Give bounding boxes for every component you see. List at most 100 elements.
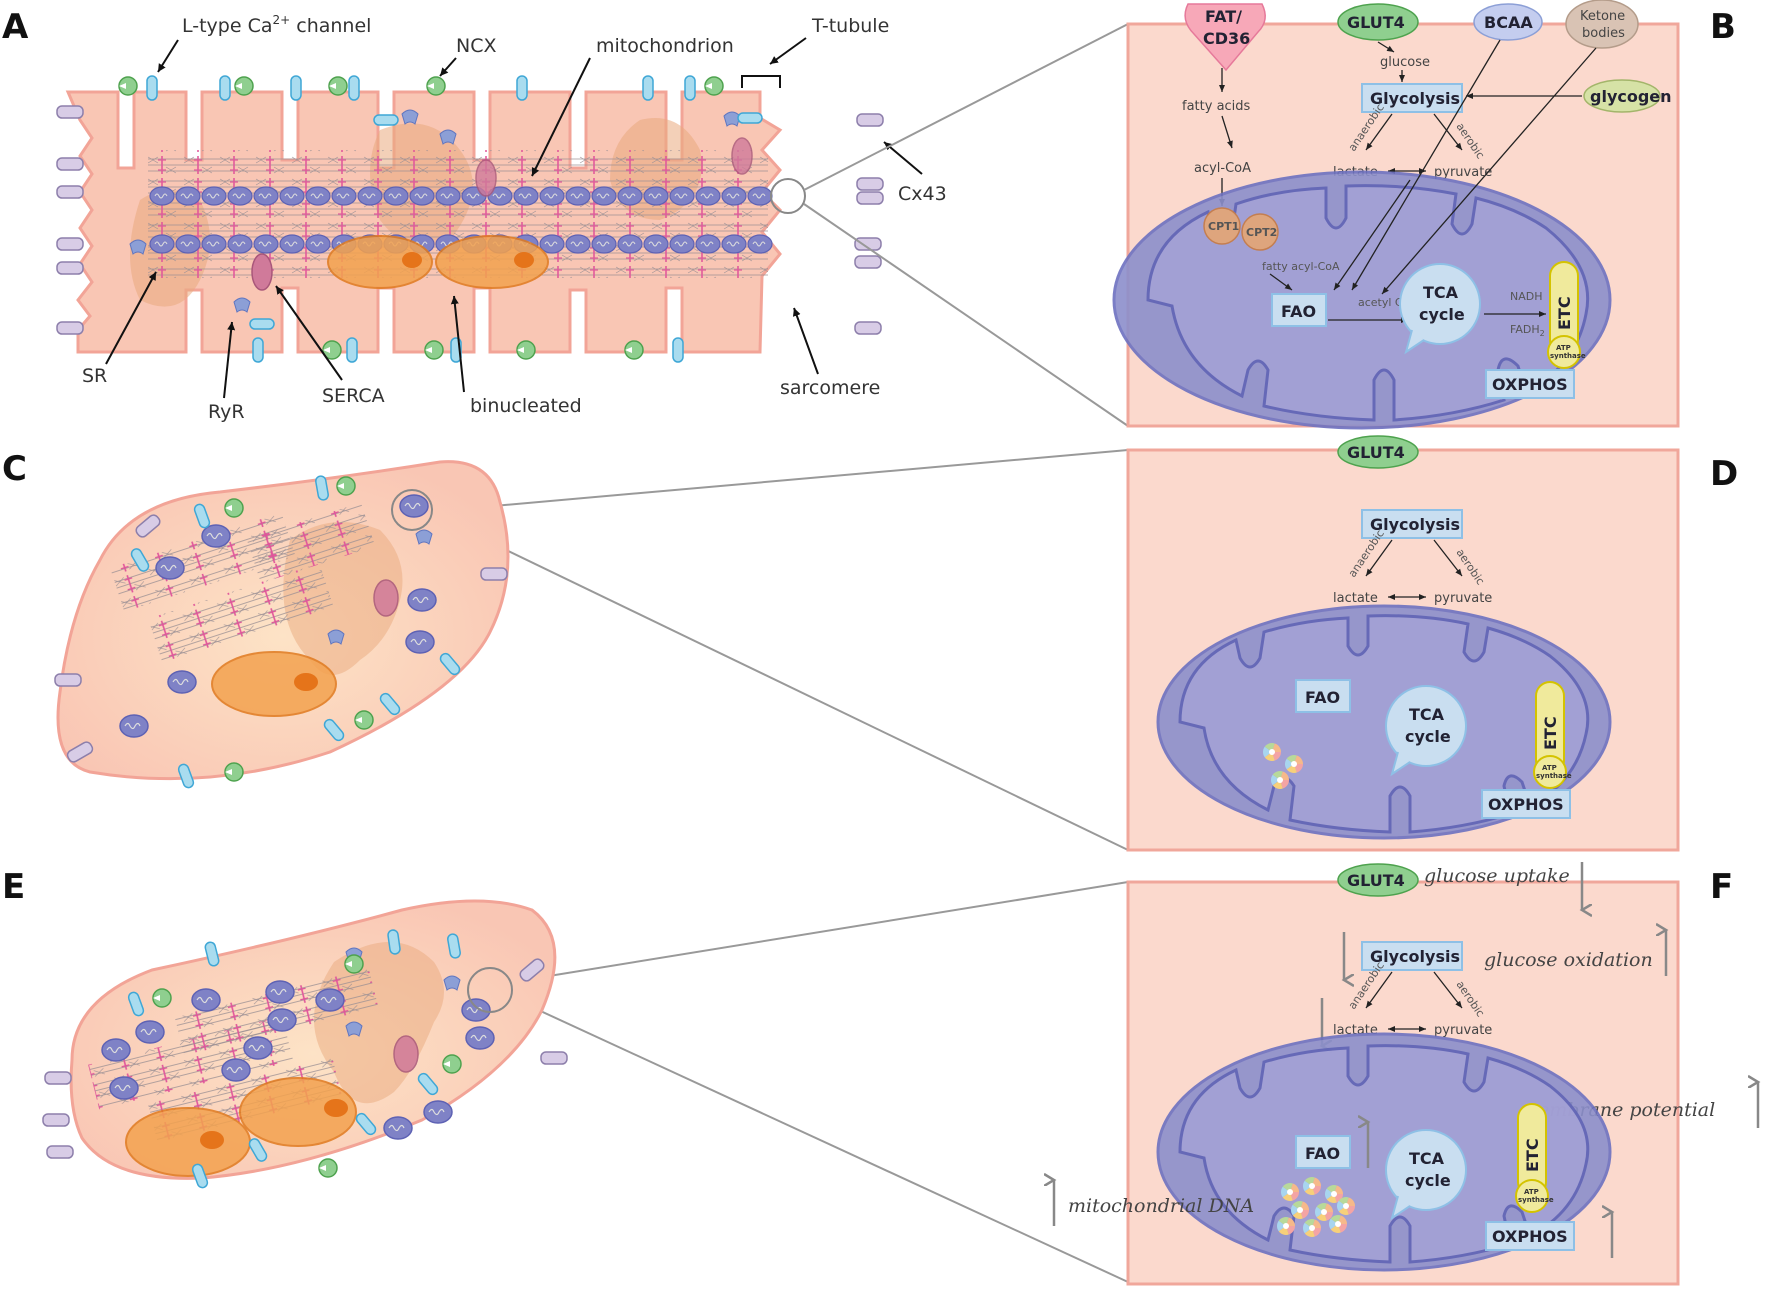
l-type-channel [672,337,684,363]
glycolysis-box [1361,509,1463,539]
pyruvate-label: pyruvate [1434,1023,1492,1038]
mitochondrion [669,186,695,206]
arrow-aerobic [1433,539,1463,577]
mitochondrion [279,234,305,254]
mitochondrion [221,1058,251,1082]
atp-synthase [1547,335,1581,369]
panel-a-adult-cardiomyocyte [56,75,884,363]
ncx-exchanger [336,476,356,496]
label-l-type-channel: L-type Ca2+ channel [182,13,371,37]
cx43-gap-junction [56,105,84,119]
mitochondrion [191,988,221,1012]
l-type-channel [516,75,528,101]
label-ryr: RyR [208,401,245,423]
tca-line2: cycle [1405,727,1451,746]
cx43-gap-junction [46,1145,74,1159]
l-type-channel [737,112,763,124]
ncx-exchanger [234,76,254,96]
bcaa-label: BCAA [1484,13,1533,32]
serca-pump [475,159,497,197]
arrow-sarcomere [792,307,819,375]
label-cx43: Cx43 [898,183,947,205]
glycolysis-label: Glycolysis [1370,89,1460,108]
mitochondrial-dna-label: mitochondrial DNA [1068,1195,1254,1217]
l-type-channel [348,75,360,101]
mitochondrion [695,186,721,206]
ketone-line1: Ketone [1580,9,1625,24]
mitochondrion [435,186,461,206]
ncx-exchanger [426,76,446,96]
mtdna-nucleoid [1336,1197,1355,1215]
ncx-exchanger [704,76,724,96]
mitochondrion [149,234,175,254]
panel-d-immature-metabolism: GLUT4 Glycolysis anaerobic aerobic lacta… [1126,435,1680,852]
label-binucleated: binucleated [470,395,582,417]
mitochondrion [399,494,429,518]
ncx-exchanger [442,1054,462,1074]
mitochondrion [331,186,357,206]
glycogen-blob [1583,79,1661,113]
tca-cycle [1399,263,1481,345]
atp-line2: synthase [1536,772,1572,780]
label-ncx: NCX [456,35,497,57]
pyruvate-label: pyruvate [1434,591,1492,606]
fatty-acyl-coa-label: fatty acyl-CoA [1262,260,1340,273]
zoom-line [507,995,1129,1283]
zoom-line [803,23,1129,191]
arrow-binucleated [450,295,465,393]
oxphos-box [1481,789,1571,819]
mitochondrion [279,186,305,206]
mitochondrion [565,234,591,254]
mitochondrion [201,234,227,254]
ryr-receptor [327,629,345,645]
nucleolus [402,252,422,268]
myofibrils [246,502,376,584]
label-sr: SR [82,365,107,387]
arrow-pyruvate-mito [1333,179,1411,291]
oxphos-box [1485,1221,1575,1251]
label-mitochondrion: mitochondrion [596,35,734,57]
cx43-gap-junction [56,157,84,171]
cx43-gap-junction [56,321,84,335]
mtdna-nucleoid [1263,743,1281,761]
l-type-channel [252,337,264,363]
nucleus [125,1107,251,1177]
mitochondrion [305,186,331,206]
cpt1 [1203,207,1241,245]
mitochondrion [201,186,227,206]
etc-label: ETC [1523,1138,1542,1172]
serca-pump [373,579,399,617]
arrow-bcaa-mito [1351,39,1501,291]
mitochondrion [407,588,437,612]
mitochondrion [617,234,643,254]
glut4-transporter [1337,435,1419,469]
zoom-circle-c [391,489,433,531]
fao-box [1295,1135,1351,1169]
glycogen-label: glycogen [1590,87,1672,106]
arrow-ryr [223,321,236,399]
nucleus [327,235,433,289]
tca-cycle-tail [1404,329,1425,355]
panel-letter-a: A [2,7,29,47]
panel-letter-b: B [1710,7,1736,47]
myofibrils [148,563,334,663]
ncx-exchanger [318,1158,338,1178]
fat-cd36-line1: FAT/ [1205,7,1242,26]
ncx-exchanger [118,76,138,96]
ncx-exchanger [516,340,536,360]
arrow-anaerobic [1365,113,1393,151]
cx43-gap-junction [54,673,82,687]
panel-letter-d: D [1710,454,1738,494]
tca-line1: TCA [1409,1149,1445,1168]
mitochondrion [617,186,643,206]
mitochondrion [109,1076,139,1100]
mitochondrion [423,1100,453,1124]
zoom-circle-e [467,967,513,1013]
panel-letter-e: E [2,867,25,907]
tca-cycle-tail [1390,1195,1411,1221]
zoom-line [803,203,1129,427]
mitochondrion [149,186,175,206]
zoom-circle-a [770,178,806,214]
mitochondrion [405,630,435,654]
zoom-line [447,449,1129,511]
